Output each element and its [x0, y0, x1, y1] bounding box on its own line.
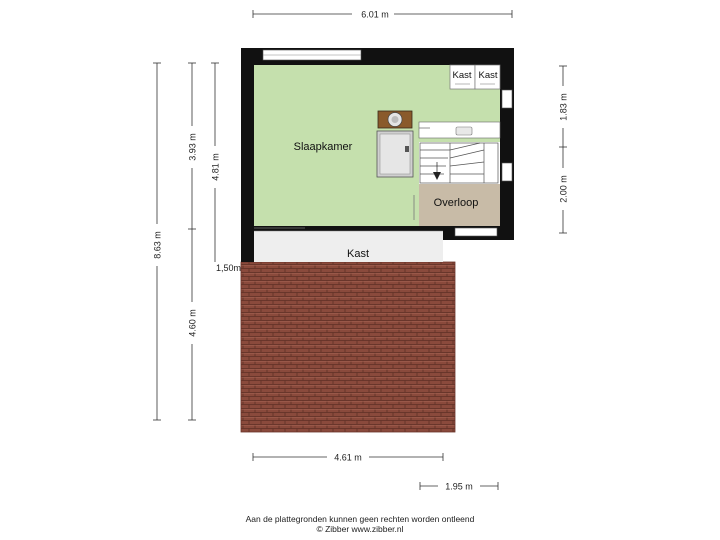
dimension-left-split: 3.93 m 4.60 m: [186, 62, 198, 421]
room-label-slaapkamer: Slaapkamer: [294, 141, 353, 153]
dimension-inner: 4.81 m 1,50m: [209, 62, 241, 273]
copyright-text: © Zibber www.zibber.nl: [316, 524, 404, 534]
sink-icon: [455, 126, 473, 136]
kast-floor: [254, 231, 443, 262]
dim-bottom-label: 4.61 m: [334, 453, 362, 463]
wardrobe-icon: [376, 130, 414, 178]
dim-bottom-right-label: 1.95 m: [445, 482, 473, 492]
dimension-bottom: 4.61 m: [252, 451, 444, 463]
room-label-kast-2: Kast: [478, 70, 497, 81]
dim-left-lower-label: 4.60 m: [188, 309, 198, 337]
disclaimer-text: Aan de plattegronden kunnen geen rechten…: [245, 514, 475, 524]
closets-top-right: [449, 64, 501, 90]
dim-right-lower-label: 2.00 m: [559, 175, 569, 203]
room-label-kast-1: Kast: [452, 70, 471, 81]
room-label-overloop: Overloop: [434, 197, 479, 209]
door-marks: [254, 127, 430, 229]
dimension-left-total: 8.63 m: [151, 62, 163, 421]
dimension-top: 6.01 m: [252, 8, 513, 20]
dim-left-total-label: 8.63 m: [153, 231, 163, 259]
dim-level-label: 1,50m: [216, 263, 241, 273]
roof-area: [240, 230, 456, 433]
dim-left-upper-label: 3.93 m: [188, 133, 198, 161]
dimension-bottom-right: 1.95 m: [419, 480, 499, 492]
dim-inner-label: 4.81 m: [211, 153, 221, 181]
landing-floor: [419, 184, 500, 226]
staircase-icon: [419, 142, 499, 184]
dim-top-label: 6.01 m: [361, 10, 389, 20]
room-label-kast: Kast: [347, 248, 369, 260]
dimension-right: 1.83 m 2.00 m: [557, 65, 569, 234]
dim-right-upper-label: 1.83 m: [559, 93, 569, 121]
windows: [262, 49, 513, 237]
boiler-icon: [377, 110, 413, 129]
